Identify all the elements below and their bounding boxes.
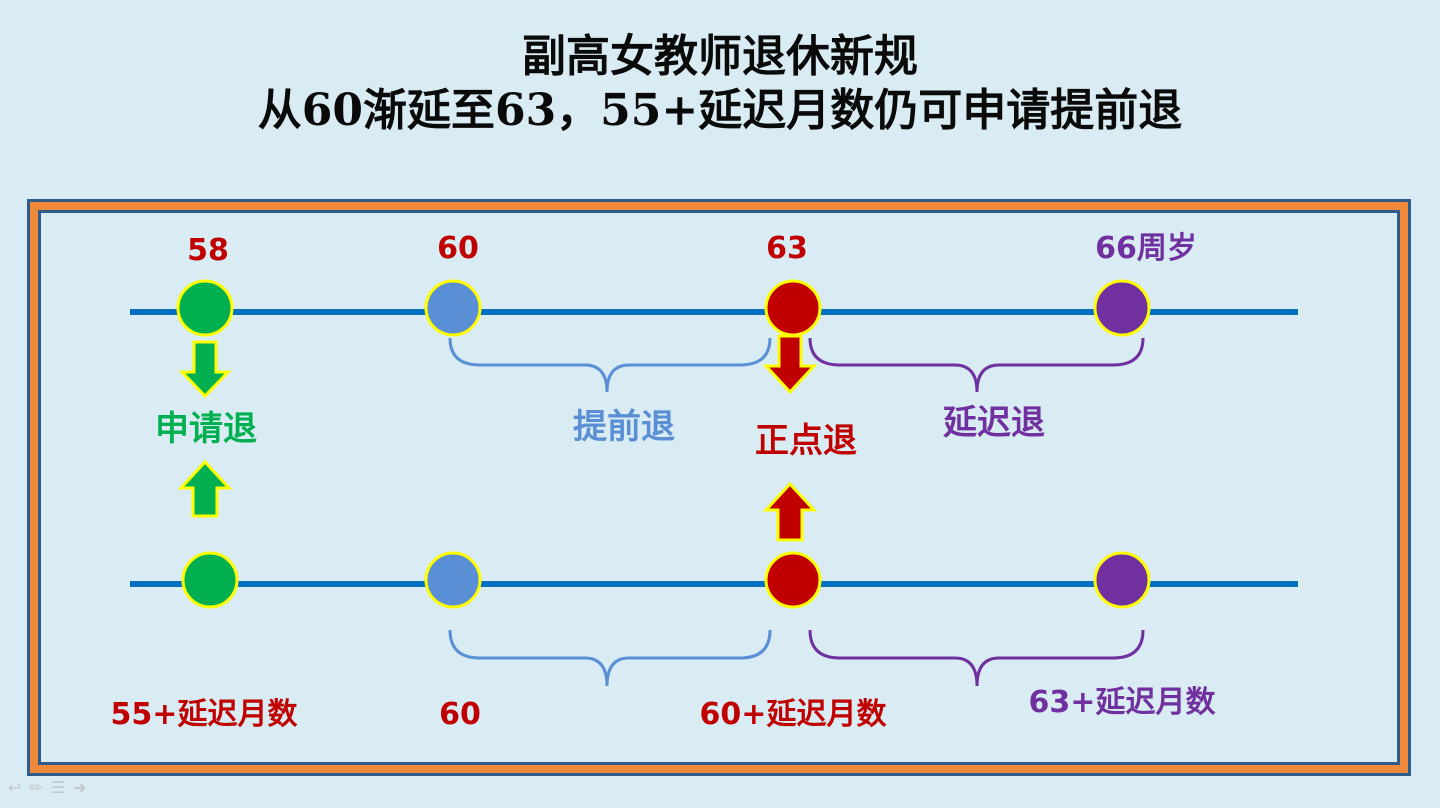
bottom-dot-63: [764, 551, 822, 609]
top-dot-66: [1093, 279, 1151, 337]
brace-delayed-bottom: [808, 629, 1145, 687]
red-up-arrow: [762, 481, 818, 542]
age-label-58: 58: [187, 233, 229, 268]
bottom-label-55-plus: 55+延迟月数: [110, 697, 298, 732]
label-on-time-retire: 正点退: [755, 421, 857, 461]
brace-early-top: [448, 337, 772, 393]
slideshow-toolbar: ↩ ✏ ☰ ➜: [8, 778, 87, 797]
green-down-arrow: [178, 340, 232, 399]
label-apply-retire: 申请退: [155, 409, 257, 449]
age-label-63: 63: [766, 231, 808, 266]
bottom-label-60: 60: [439, 697, 481, 732]
top-dot-58: [176, 279, 234, 337]
brace-delayed-top: [808, 337, 1145, 393]
green-up-arrow: [177, 459, 233, 518]
menu-icon[interactable]: ☰: [50, 778, 66, 797]
label-early-retire: 提前退: [573, 407, 675, 447]
age-label-60: 60: [437, 231, 479, 266]
label-delayed-retire: 延迟退: [943, 403, 1045, 443]
age-label-66: 66周岁: [1095, 231, 1197, 266]
diagram-inner-frame: [38, 210, 1400, 765]
bottom-dot-60: [424, 551, 482, 609]
bottom-dot-66: [1093, 551, 1151, 609]
back-icon[interactable]: ↩: [8, 778, 22, 797]
brace-early-bottom: [448, 629, 772, 687]
red-down-arrow: [762, 334, 818, 395]
bottom-label-63-plus: 63+延迟月数: [1028, 685, 1216, 720]
title-line-1: 副高女教师退休新规: [522, 31, 918, 82]
diagram-frame: [27, 199, 1411, 776]
top-dot-63: [764, 279, 822, 337]
pen-icon[interactable]: ✏: [29, 778, 43, 797]
bottom-dot-55: [181, 551, 239, 609]
top-dot-60: [424, 279, 482, 337]
bottom-label-60-plus: 60+延迟月数: [699, 697, 887, 732]
title-line-2: 从60渐延至63，55+延迟月数仍可申请提前退: [257, 85, 1183, 136]
forward-icon[interactable]: ➜: [73, 778, 87, 797]
